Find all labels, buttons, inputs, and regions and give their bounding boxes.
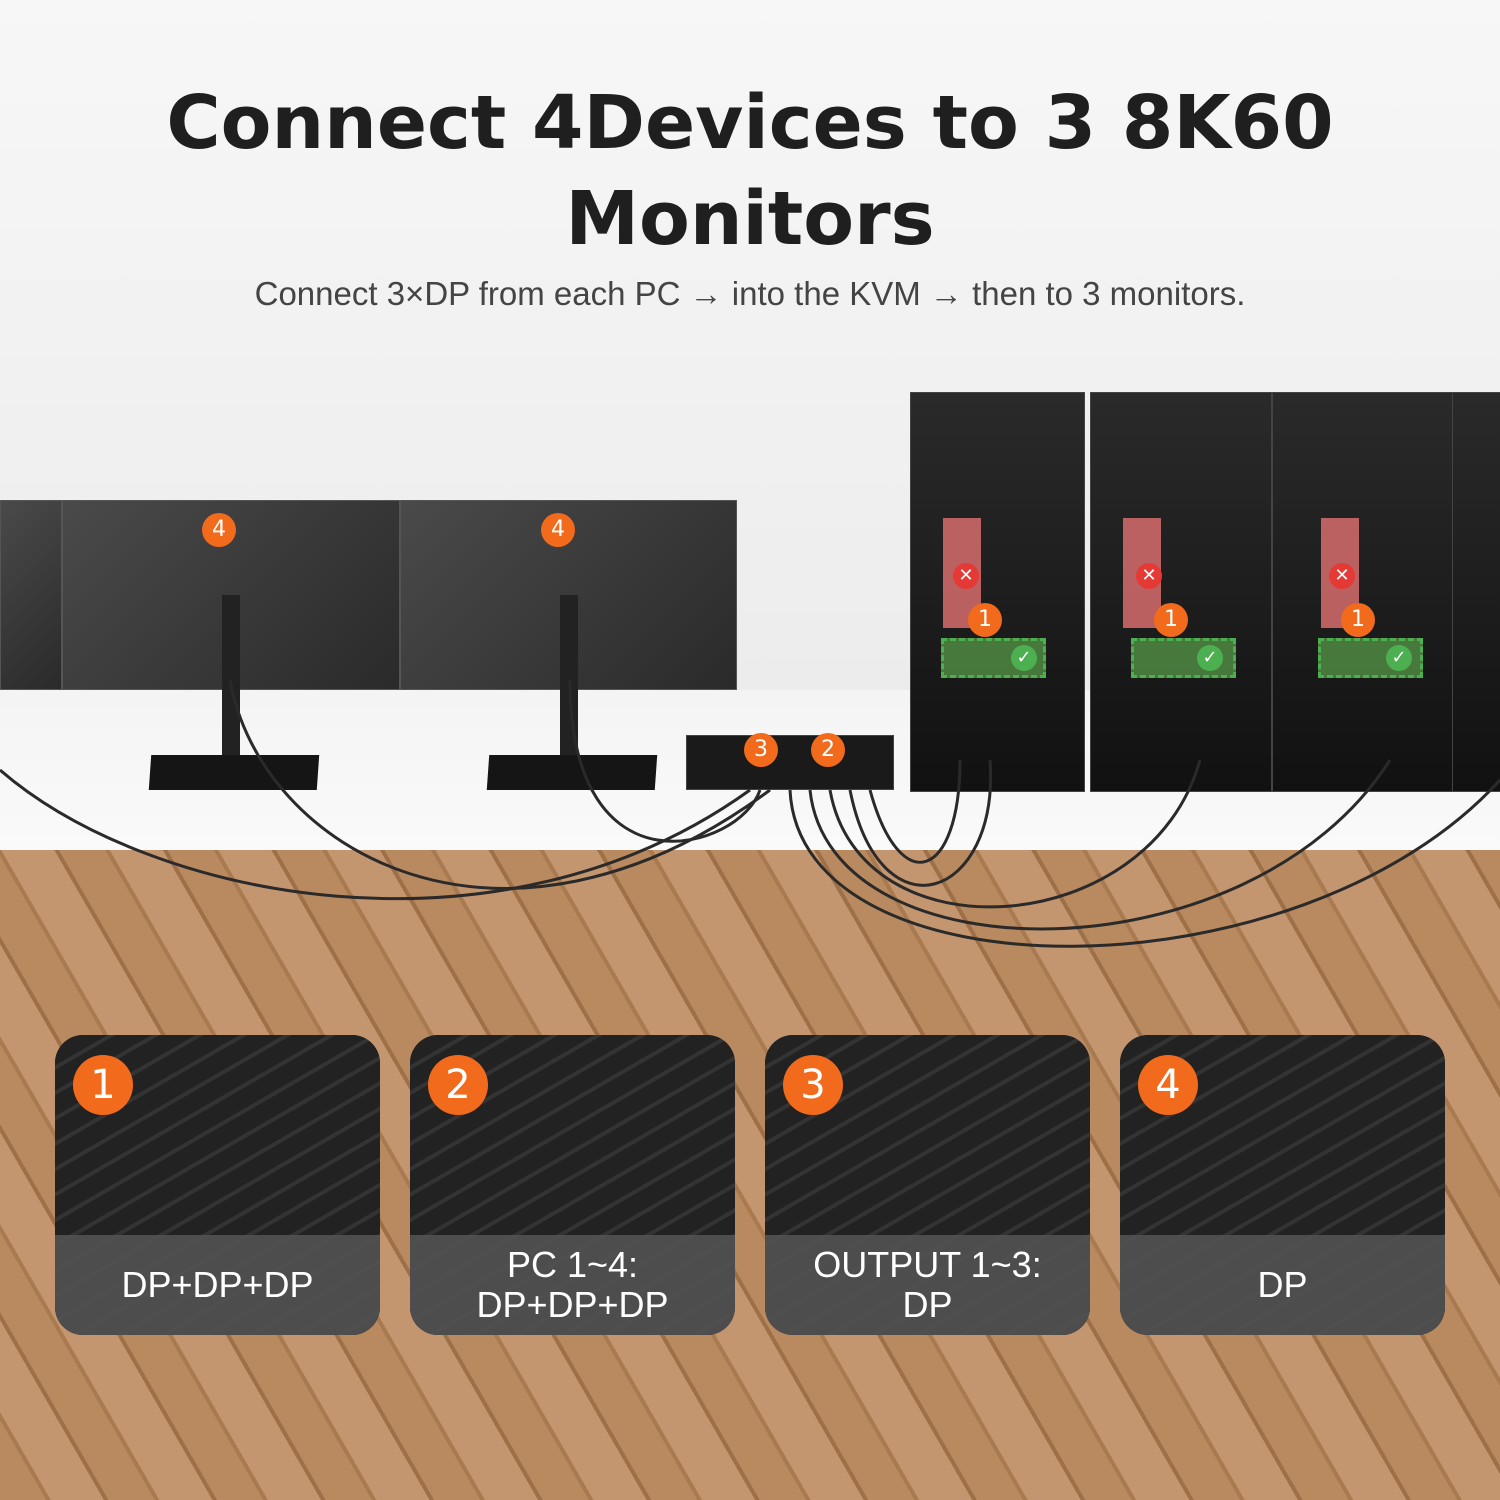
pc-tower: ✕ ✓ 1 (1090, 392, 1272, 792)
monitor-stand (222, 595, 240, 760)
x-icon: ✕ (1136, 563, 1162, 589)
badge-3: 3 (744, 733, 778, 767)
monitor-left (0, 500, 62, 690)
pc-tower: ✕ ✓ 1 (1272, 392, 1462, 792)
title-line-1: Connect 4Devices to 3 8K60 (166, 80, 1334, 166)
pc-tower: ✕ ✓ 1 (910, 392, 1085, 792)
badge-4: 4 (202, 513, 236, 547)
subtitle: Connect 3×DP from each PC → into the KVM… (254, 275, 1246, 312)
badge-4: 4 (541, 513, 575, 547)
card-number: 1 (73, 1055, 133, 1115)
check-icon: ✓ (1197, 645, 1223, 671)
pc-tower (1452, 392, 1500, 792)
check-icon: ✓ (1011, 645, 1037, 671)
badge-1: 1 (1154, 603, 1188, 637)
x-icon: ✕ (953, 563, 979, 589)
x-icon: ✕ (1329, 563, 1355, 589)
card-caption: PC 1~4: DP+DP+DP (410, 1235, 735, 1335)
card-monitor-input: 4 DP (1120, 1035, 1445, 1335)
card-caption: OUTPUT 1~3: DP (765, 1235, 1090, 1335)
gpu-ports (941, 638, 1046, 678)
card-number: 4 (1138, 1055, 1198, 1115)
card-kvm-inputs: 2 PC 1~4: DP+DP+DP (410, 1035, 735, 1335)
card-caption: DP+DP+DP (55, 1235, 380, 1335)
card-kvm-outputs: 3 OUTPUT 1~3: DP (765, 1035, 1090, 1335)
title-line-2: Monitors (565, 176, 935, 262)
page-title: Connect 4Devices to 3 8K60 Monitors (0, 75, 1500, 267)
card-gpu-ports: 1 DP+DP+DP (55, 1035, 380, 1335)
badge-2: 2 (811, 733, 845, 767)
kvm-switch (686, 735, 894, 790)
check-icon: ✓ (1386, 645, 1412, 671)
monitor-stand (560, 595, 578, 760)
card-number: 2 (428, 1055, 488, 1115)
card-caption: DP (1120, 1235, 1445, 1335)
badge-1: 1 (968, 603, 1002, 637)
badge-1: 1 (1341, 603, 1375, 637)
card-number: 3 (783, 1055, 843, 1115)
